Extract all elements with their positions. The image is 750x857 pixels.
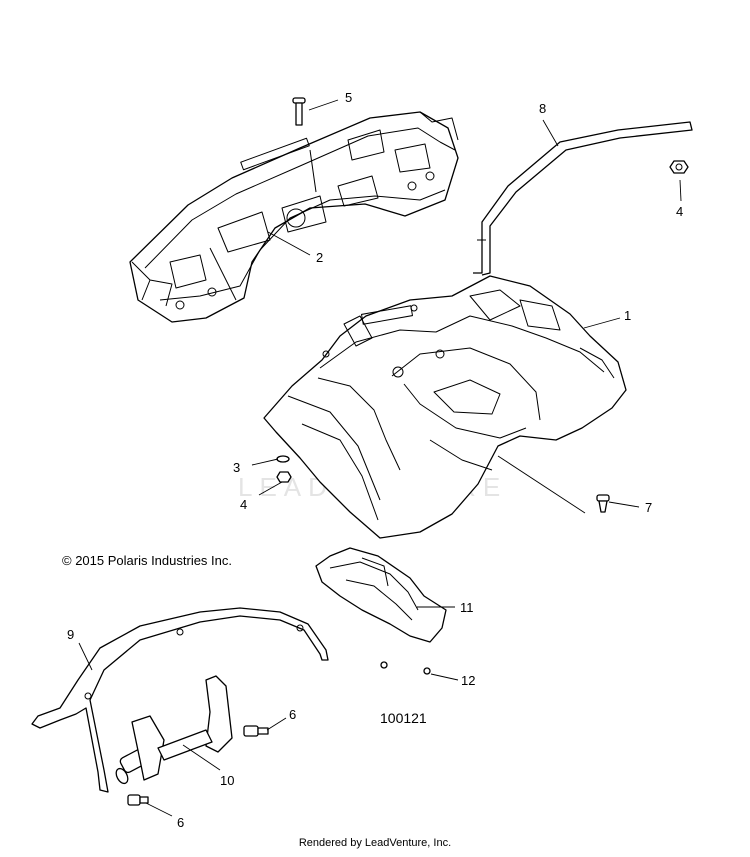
callout-12: 12	[461, 673, 475, 688]
callout-10: 10	[220, 773, 234, 788]
leader-lines	[78, 99, 682, 817]
bar-8	[473, 121, 693, 276]
callout-6-top: 6	[289, 707, 296, 722]
callout-5: 5	[345, 90, 352, 105]
callout-7: 7	[645, 500, 652, 515]
bar-9	[31, 607, 329, 793]
callout-9: 9	[67, 627, 74, 642]
figure-number: 100121	[380, 710, 427, 726]
callout-2: 2	[316, 250, 323, 265]
callout-4-top: 4	[676, 204, 683, 219]
rear-rack	[129, 111, 459, 323]
callouts: 5 8 4 2 1 3 4 7 11 12 9 6 10 6	[67, 90, 683, 830]
callout-6-bottom: 6	[177, 815, 184, 830]
callout-8: 8	[539, 101, 546, 116]
nut-4-mid	[276, 471, 292, 483]
mud-flap	[315, 547, 447, 643]
nut-4-top	[669, 160, 689, 174]
screws-12	[380, 661, 431, 675]
bolts-6	[127, 725, 269, 806]
callout-1: 1	[624, 308, 631, 323]
rear-fender	[263, 275, 627, 539]
callout-11: 11	[460, 600, 474, 615]
credit-text: Rendered by LeadVenture, Inc.	[298, 837, 452, 849]
bolt-5	[292, 97, 306, 126]
rivet-7	[596, 494, 610, 513]
callout-4-mid: 4	[240, 497, 247, 512]
callout-3: 3	[233, 460, 240, 475]
washer-3	[276, 455, 290, 463]
bracket-10	[115, 675, 233, 785]
copyright-text: © 2015 Polaris Industries Inc.	[62, 553, 232, 568]
